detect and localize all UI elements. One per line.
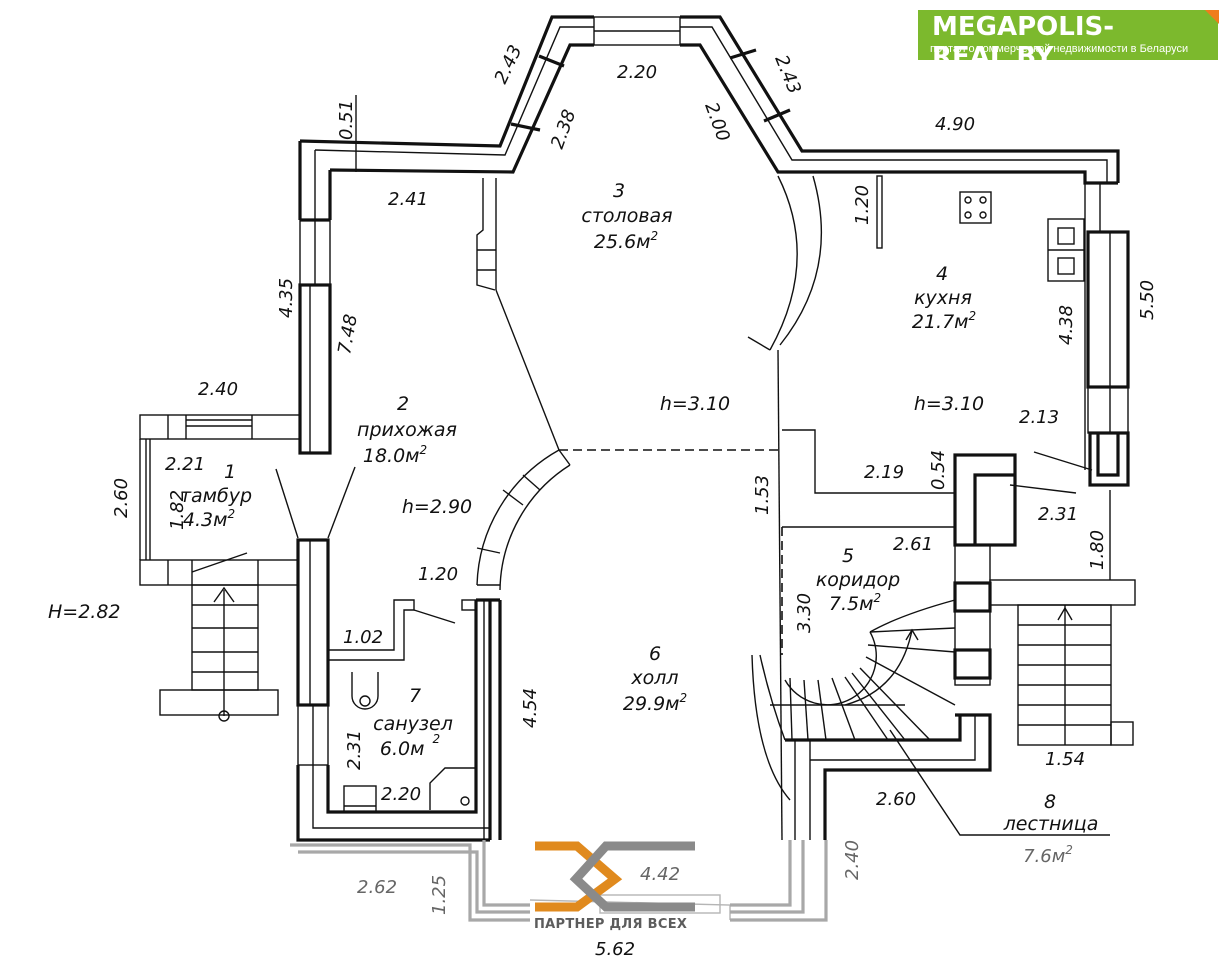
- svg-text:h=3.10: h=3.10: [660, 393, 730, 415]
- dim-label: 1.53: [752, 475, 773, 515]
- dim-label: 4.35: [276, 278, 297, 318]
- dim-label: 1.54: [1045, 749, 1085, 770]
- svg-text:прихожая: прихожая: [357, 419, 457, 441]
- dim-label: 1.80: [1087, 530, 1108, 570]
- room-label-1: 1 тамбур 4.3м2: [180, 461, 252, 531]
- room-label-8: 8 лестница 7.6м2: [1003, 791, 1099, 867]
- partner-watermark-text: ПАРТНЕР ДЛЯ ВСЕХ: [534, 917, 688, 932]
- dim-label: 5.62: [595, 939, 635, 960]
- dim-label: 4.38: [1056, 305, 1077, 345]
- room-label-2: 2 прихожая 18.0м2 h=2.90: [357, 393, 472, 518]
- dim-label: 2.00: [700, 100, 733, 145]
- bathroom: [328, 599, 477, 813]
- vestibule: [139, 414, 356, 722]
- dim-label: 2.43: [770, 52, 804, 97]
- dim-label: 2.40: [842, 840, 863, 880]
- dim-label: 7.48: [334, 313, 362, 356]
- dim-label: 1.20: [852, 185, 873, 225]
- banner-subtitle: портал о коммерческой недвижимости в Бел…: [930, 43, 1189, 55]
- svg-text:столовая: столовая: [581, 205, 672, 227]
- dim-label: 2.21: [165, 454, 205, 475]
- banner-title: MEGAPOLIS-REAL.BY: [932, 12, 1115, 72]
- dim-label: 5.50: [1137, 280, 1158, 320]
- dim-label: 2.43: [490, 42, 526, 87]
- svg-text:коридор: коридор: [816, 569, 900, 591]
- dim-label: 2.40: [198, 379, 238, 400]
- dim-label: 2.62: [357, 877, 397, 898]
- svg-text:8: 8: [1044, 791, 1056, 813]
- svg-text:6: 6: [649, 643, 661, 665]
- banner-corner-icon: [1205, 10, 1219, 24]
- svg-text:6.0м2: 6.0м2: [380, 732, 440, 760]
- hall-bottom-wall: [290, 840, 828, 922]
- dim-label: 2.41: [388, 189, 428, 210]
- svg-text:29.9м2: 29.9м2: [623, 691, 687, 715]
- room-label-3: 3 столовая 25.6м2 h=3.10: [581, 180, 730, 415]
- dim-label: 2.60: [876, 789, 916, 810]
- svg-text:25.6м2: 25.6м2: [594, 229, 658, 253]
- megapolis-banner[interactable]: MEGAPOLIS-REAL.BY портал о коммерческой …: [918, 10, 1219, 72]
- svg-text:4: 4: [936, 263, 948, 285]
- dim-label: 1.02: [343, 627, 383, 648]
- room-label-4: 4 кухня 21.7м2 h=3.10: [912, 263, 984, 415]
- dim-label: 4.42: [640, 864, 680, 885]
- dim-label: 2.31: [1038, 504, 1078, 525]
- svg-text:3: 3: [613, 180, 625, 202]
- kitchen-wall: [747, 175, 1130, 841]
- dimension-labels: 2.43 2.20 2.43 0.51 2.38 2.00 4.90 2.41 …: [111, 42, 1158, 960]
- dim-label: 2.61: [893, 534, 933, 555]
- dim-label: 1.82: [167, 490, 188, 530]
- dim-label: 4.54: [520, 688, 541, 728]
- dim-label: 2.20: [617, 62, 657, 83]
- svg-text:h=2.90: h=2.90: [402, 496, 472, 518]
- dim-label: 0.51: [336, 100, 357, 140]
- dim-label: 3.30: [794, 593, 815, 633]
- svg-text:лестница: лестница: [1003, 813, 1099, 835]
- svg-text:7.5м2: 7.5м2: [829, 591, 881, 615]
- dim-label: 2.20: [381, 784, 421, 805]
- dim-label: 2.31: [344, 730, 365, 770]
- svg-text:холл: холл: [630, 667, 678, 689]
- room-label-5: 5 коридор 7.5м2: [816, 545, 900, 615]
- global-height-label: H=2.82: [48, 601, 121, 623]
- svg-text:тамбур: тамбур: [180, 485, 252, 507]
- dim-label: 2.60: [111, 478, 132, 518]
- dining-partition: [476, 178, 782, 601]
- svg-text:4.3м2: 4.3м2: [183, 507, 235, 531]
- svg-text:21.7м2: 21.7м2: [912, 309, 976, 333]
- room-label-6: 6 холл 29.9м2: [623, 643, 687, 715]
- svg-text:санузел: санузел: [373, 713, 453, 735]
- dim-label: 2.38: [547, 107, 580, 152]
- staircase: [751, 453, 1136, 840]
- svg-text:18.0м2: 18.0м2: [363, 443, 427, 467]
- dim-label: 4.90: [935, 114, 975, 135]
- svg-text:1: 1: [224, 461, 236, 483]
- svg-text:7: 7: [409, 685, 421, 707]
- dim-label: 1.20: [418, 564, 458, 585]
- wall-outer: [296, 15, 1120, 842]
- dim-label: 0.54: [928, 450, 949, 490]
- svg-text:7.6м2: 7.6м2: [1023, 843, 1073, 867]
- svg-text:5: 5: [842, 545, 854, 567]
- svg-text:кухня: кухня: [914, 287, 972, 309]
- svg-text:h=3.10: h=3.10: [914, 393, 984, 415]
- dim-label: 2.13: [1019, 407, 1059, 428]
- dim-label: 1.25: [429, 875, 450, 915]
- partner-logo-icon: [535, 841, 695, 912]
- svg-text:2: 2: [397, 393, 409, 415]
- dim-label: 2.19: [864, 462, 904, 483]
